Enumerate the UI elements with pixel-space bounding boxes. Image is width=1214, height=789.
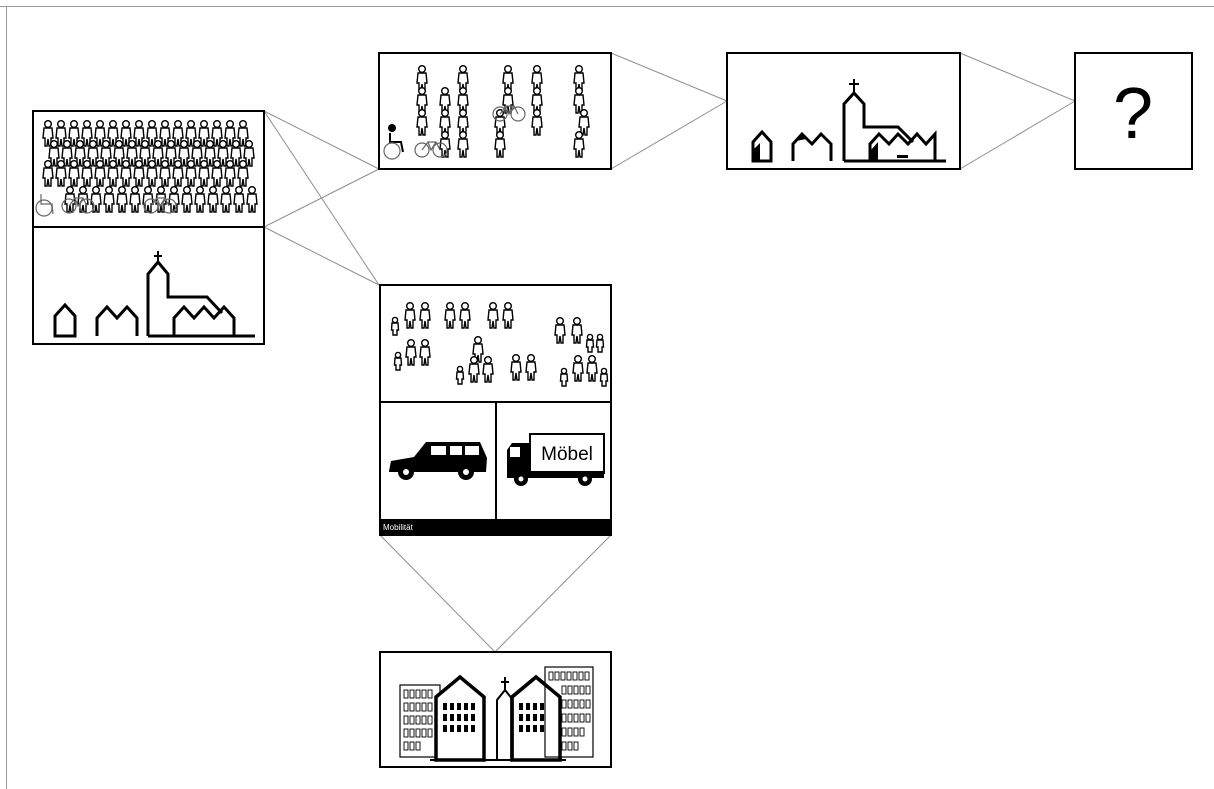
- edge-start-to-mobility-lower: [263, 226, 380, 286]
- edge-mobility-to-city-b: [494, 534, 612, 653]
- moving-truck-icon: Möbel: [507, 433, 605, 486]
- node-mobility: Möbel Mobilität: [379, 284, 612, 536]
- node-dispersed-people: [378, 52, 612, 170]
- node-unknown-outcome: ?: [1074, 52, 1193, 170]
- question-mark-icon: ?: [1113, 74, 1153, 154]
- car-icon: [389, 442, 487, 480]
- village-church-icon: [53, 251, 255, 338]
- village-church-icon: [751, 79, 946, 163]
- node-city: [379, 651, 612, 768]
- edge-top-middle-to-village-a: [610, 52, 728, 102]
- edge-top-middle-to-village-b: [610, 100, 728, 170]
- caption-bar: [380, 519, 611, 535]
- edge-start-to-mobility: [263, 110, 380, 286]
- wheelchair-icon: [383, 124, 404, 160]
- edge-start-to-top-middle: [263, 110, 380, 170]
- node-frame: [1074, 52, 1193, 170]
- node-village: [726, 52, 961, 170]
- edge-village-to-unknown-b: [959, 100, 1076, 170]
- city-buildings-icon: [399, 666, 594, 762]
- edge-village-to-unknown-a: [959, 52, 1076, 102]
- truck-label: Möbel: [541, 444, 593, 465]
- connectors: [263, 52, 1076, 653]
- mobility-caption: Mobilität: [383, 523, 414, 532]
- edge-mobility-to-city-a: [379, 534, 496, 653]
- node-crowd-and-village: [32, 110, 265, 345]
